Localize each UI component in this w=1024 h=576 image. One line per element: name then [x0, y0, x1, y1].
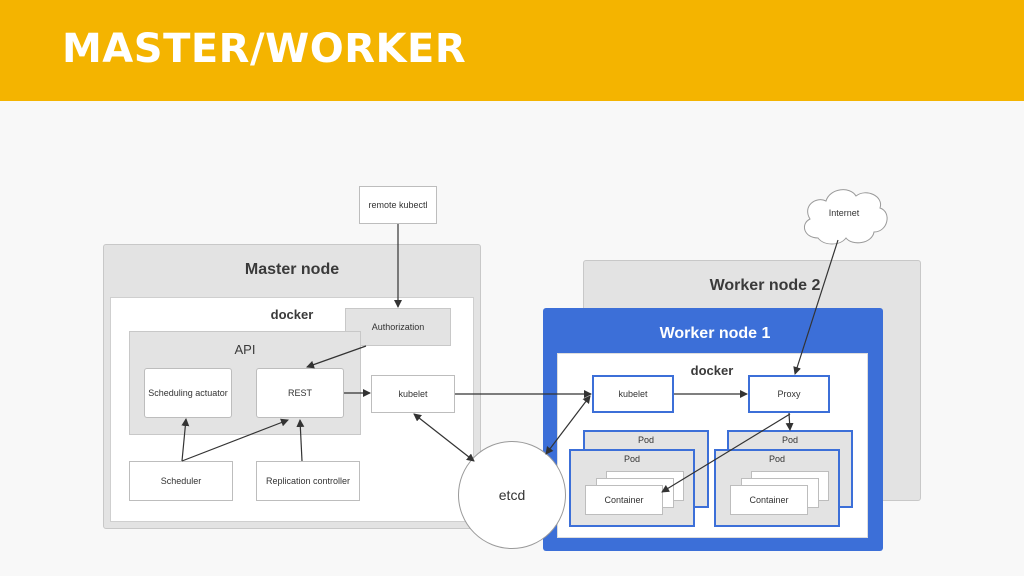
page-title: MASTER/WORKER — [62, 26, 467, 72]
pod-front-right-label: Pod — [768, 454, 785, 464]
api-label: API — [234, 341, 256, 357]
remote-kubectl-box: remote kubectl — [359, 186, 437, 224]
master-kubelet-box: kubelet — [371, 375, 455, 413]
worker-node-1-title: Worker node 1 — [659, 325, 771, 342]
worker-docker-label: docker — [690, 362, 734, 378]
internet-label: Internet — [828, 208, 860, 218]
container-left: Container — [585, 485, 663, 515]
container-right: Container — [730, 485, 808, 515]
master-docker-label: docker — [270, 306, 314, 322]
master-node-title: Master node — [244, 261, 340, 278]
proxy-box: Proxy — [748, 375, 830, 413]
pod-back-left-label: Pod — [637, 435, 654, 445]
authorization-box: Authorization — [345, 308, 451, 346]
etcd-node: etcd — [458, 441, 566, 549]
header-bar: MASTER/WORKER — [0, 0, 1024, 101]
worker-kubelet-box: kubelet — [592, 375, 674, 413]
worker-node-2-title: Worker node 2 — [709, 277, 821, 294]
rest-box: REST — [256, 368, 344, 418]
pod-front-left-label: Pod — [623, 454, 640, 464]
pod-back-right-label: Pod — [781, 435, 798, 445]
scheduler-box: Scheduler — [129, 461, 233, 501]
scheduling-actuator-box: Scheduling actuator — [144, 368, 232, 418]
replication-controller-box: Replication controller — [256, 461, 360, 501]
